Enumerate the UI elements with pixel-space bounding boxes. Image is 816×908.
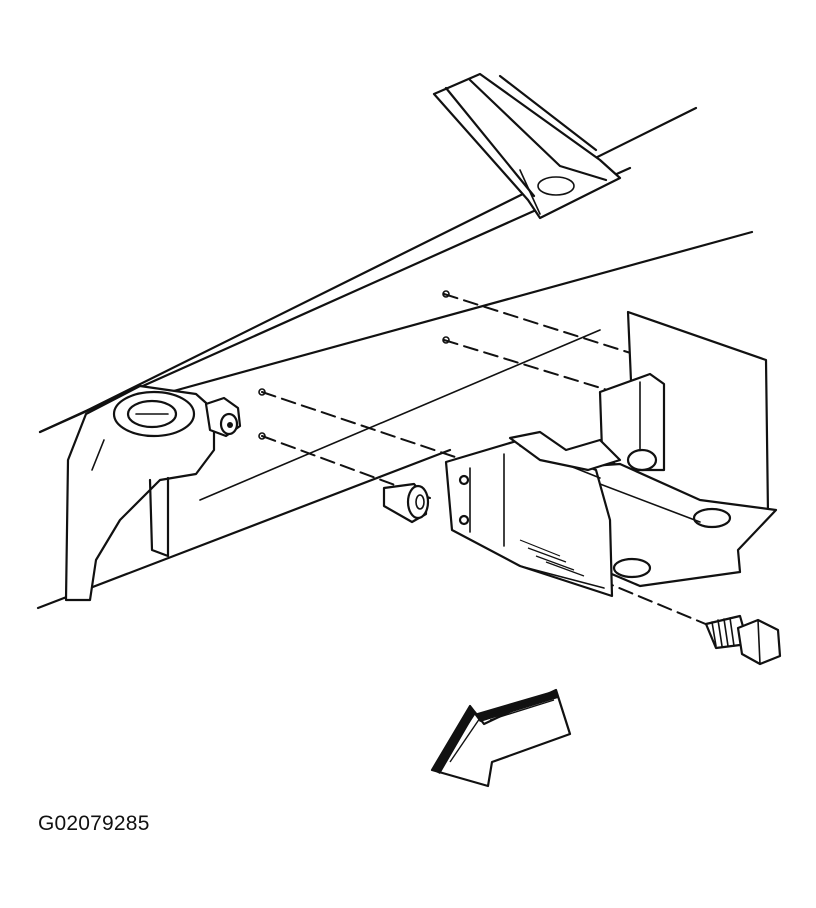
front-direction-arrow-icon [430, 688, 572, 788]
bolt-icon [704, 614, 782, 666]
spring-hanger-icon [64, 384, 216, 602]
mounting-bracket-icon [444, 310, 778, 598]
crossmember-icon [432, 72, 622, 220]
bushing-icon [382, 482, 430, 524]
figure-id-label: G02079285 [38, 812, 150, 835]
nut-icon [204, 396, 242, 438]
